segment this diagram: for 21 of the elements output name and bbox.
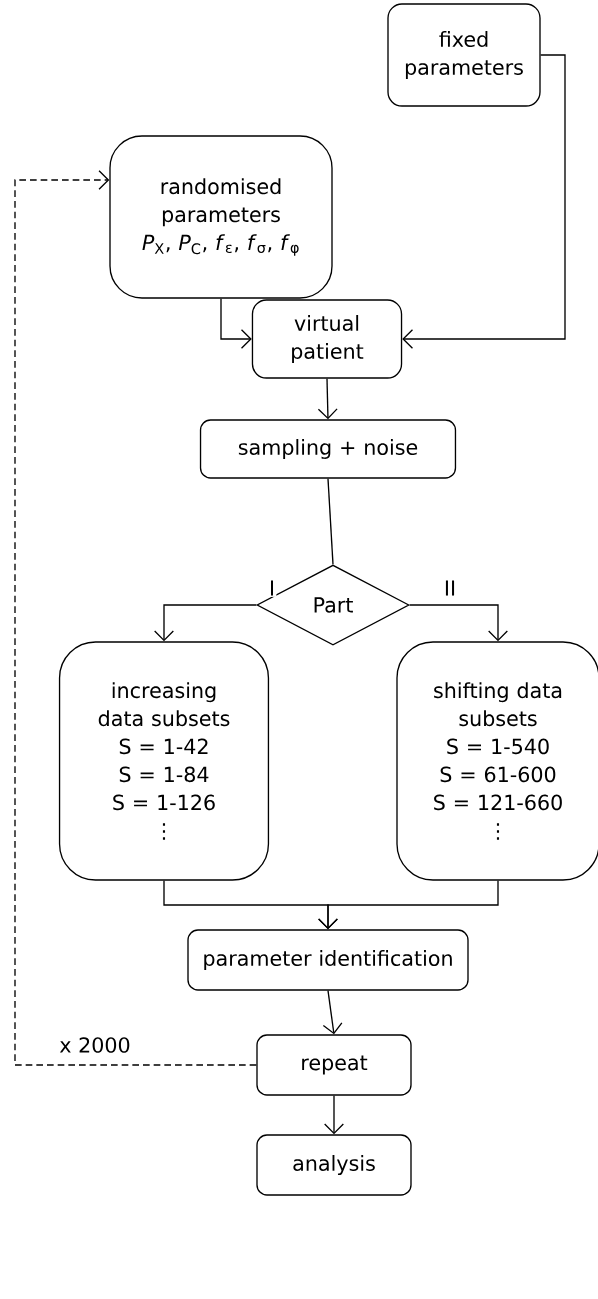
- arrow: [154, 604, 257, 642]
- process-box: fixed parameters: [387, 3, 541, 107]
- process-box: sampling + noise: [199, 419, 457, 479]
- edge-label: I: [267, 579, 277, 597]
- process-box: virtual patient: [251, 299, 403, 379]
- arrow: [322, 990, 343, 1035]
- process-box: repeat: [256, 1034, 412, 1096]
- arrow: [14, 170, 257, 1066]
- edge-label: II: [442, 579, 458, 597]
- arrow: [402, 54, 566, 349]
- process-box: analysis: [256, 1134, 412, 1196]
- process-box: increasing data subsets S = 1-42 S = 1-84 S = 1-126 ⋮: [58, 641, 270, 881]
- process-box: shifting data subsets S = 1-540 S = 61-600 S = 121-660 ⋮: [396, 641, 598, 881]
- process-box: parameter identification: [187, 929, 469, 991]
- arrow: [318, 880, 499, 930]
- arrow: [317, 378, 338, 420]
- arrow: [409, 604, 508, 642]
- edge-label: x 2000: [57, 1035, 133, 1055]
- process-box: randomised parameters P$_{X}$, P$_{C}$, f$_{ε}$, f$_{σ}$, f$_{φ}$: [109, 135, 333, 299]
- arrow: [324, 1095, 344, 1135]
- arrow: [220, 298, 252, 349]
